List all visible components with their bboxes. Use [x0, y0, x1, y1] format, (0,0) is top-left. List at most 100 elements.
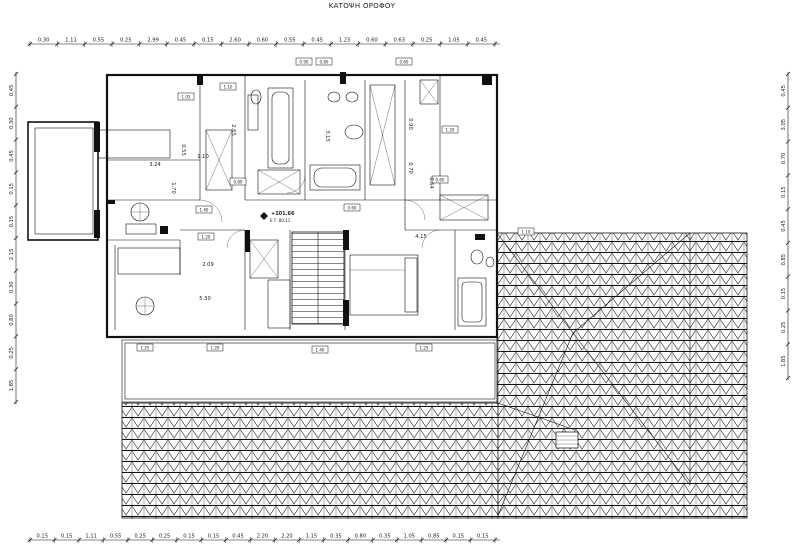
window-tag-box [441, 125, 459, 134]
dimension-label: 0.30 [9, 281, 15, 293]
dimension-label: 0.30 [38, 38, 50, 44]
room-dimension-label: 0.64 [428, 177, 434, 189]
dimension-label: 3.05 [781, 119, 787, 131]
roof-right [496, 232, 748, 519]
dimension-label: 0.85 [428, 534, 440, 540]
right-dimension-line: 0.453.050.700.150.450.850.150.251.85 [781, 71, 791, 381]
staircase [267, 231, 345, 329]
dimension-label: 2.20 [257, 534, 269, 540]
dimension-label: 0.15 [202, 38, 214, 44]
dimension-label: 0.63 [393, 38, 405, 44]
left-terrace [27, 121, 99, 241]
furniture-left-rooms [117, 94, 259, 316]
dimension-label: 0.15 [208, 534, 220, 540]
window-tag-box [415, 343, 433, 352]
left-dimension-line: 0.450.300.450.150.152.150.300.800.251.85 [9, 71, 19, 405]
dimension-label: 1.11 [85, 534, 97, 540]
dimension-label: 0.25 [9, 347, 15, 359]
window-tag-box [195, 205, 213, 214]
wall-columns [94, 72, 492, 326]
window-tag-label: 0.90 [300, 59, 309, 64]
room-dimension-label: 0.70 [407, 162, 413, 174]
room-dimension-label: 3.15 [324, 130, 330, 142]
room-dimension-label: 3.24 [149, 162, 161, 168]
dimension-label: 1.85 [781, 355, 787, 367]
dimension-label: 0.55 [284, 38, 296, 44]
room-dimension-label: 1.70 [170, 182, 176, 194]
dimension-label: 1.11 [65, 38, 77, 44]
dimension-label: 0.70 [781, 153, 787, 165]
elevation-value: +101.66 [271, 211, 295, 217]
room-dimensions: 3.245.302.091.702.650.551.103.150.900.70… [149, 118, 434, 302]
window-tag-box [395, 57, 413, 66]
dimension-label: 2.20 [281, 534, 293, 540]
window-tag-label: 0.80 [234, 179, 243, 184]
dimension-label: 1.05 [404, 534, 416, 540]
roof-bottom [121, 402, 579, 519]
dimension-label: 0.15 [781, 186, 787, 198]
window-tag-label: 1.10 [522, 229, 531, 234]
window-tag-label: 1.20 [211, 345, 220, 350]
window-tag-box [517, 227, 535, 236]
dimension-label: 0.45 [781, 220, 787, 232]
dimension-label: 0.60 [366, 38, 378, 44]
dimension-label: 0.15 [781, 288, 787, 300]
dimension-label: 0.55 [93, 38, 105, 44]
dimension-label: 0.15 [61, 534, 73, 540]
bed [349, 254, 419, 316]
dimension-label: 0.85 [781, 254, 787, 266]
dimension-label: 0.55 [110, 534, 122, 540]
dimension-label: 1.05 [448, 38, 460, 44]
window-tag-label: 1.40 [200, 207, 209, 212]
dimension-label: 0.35 [379, 534, 391, 540]
dimension-label: 0.15 [9, 216, 15, 228]
dimension-label: 2.15 [9, 249, 15, 261]
window-tag-label: 0.60 [348, 205, 357, 210]
drawing-title: ΚΑΤΟΨΗ ΟΡΟΦΟΥ [329, 2, 396, 10]
window-tag-box [219, 82, 237, 91]
door-swings [199, 174, 441, 249]
dimension-label: 0.15 [183, 534, 195, 540]
dimension-label: 0.15 [477, 534, 489, 540]
dimension-label: 0.30 [9, 117, 15, 129]
window-tag-box [136, 343, 154, 352]
room-dimension-label: 5.30 [199, 296, 211, 302]
dimension-label: 0.45 [9, 150, 15, 162]
bathroom2-fixtures [457, 249, 495, 327]
window-tag-label: 1.10 [224, 84, 233, 89]
dimension-label: 0.15 [9, 183, 15, 195]
window-tag-label: 1.20 [202, 234, 211, 239]
window-tag-box [177, 92, 195, 101]
wardrobes [249, 79, 489, 279]
dimension-label: 0.15 [453, 534, 465, 540]
window-tag-label: 1.40 [316, 347, 325, 352]
room-dimension-label: 4.15 [415, 234, 427, 240]
room-dimension-label: 2.65 [230, 124, 236, 136]
window-tag-box [197, 232, 215, 241]
room-dimension-label: 0.90 [407, 118, 413, 130]
window-tag-box [315, 57, 333, 66]
balcony [121, 339, 499, 403]
room-dimension-label: 0.55 [180, 144, 186, 156]
dimension-label: 0.45 [175, 38, 187, 44]
window-tag-label: 0.60 [436, 177, 445, 182]
dimension-label: 0.45 [9, 85, 15, 97]
dimension-label: 0.45 [781, 85, 787, 97]
elevation-marker: +101.66 Ε.Τ. 80.11 [260, 211, 295, 223]
window-tag-box [311, 345, 329, 354]
dimension-label: 0.25 [421, 38, 433, 44]
dimension-label: 0.60 [257, 38, 269, 44]
dimension-label: 0.25 [159, 534, 171, 540]
elevation-note: Ε.Τ. 80.11 [270, 218, 291, 223]
window-tag-label: 1.20 [446, 127, 455, 132]
window-tag-box [206, 343, 224, 352]
dimension-label: 0.45 [232, 534, 244, 540]
window-tag-label: 0.60 [400, 59, 409, 64]
dimension-label: 1.15 [306, 534, 318, 540]
dimension-label: 0.45 [476, 38, 488, 44]
window-tag-label: 1.25 [420, 345, 429, 350]
